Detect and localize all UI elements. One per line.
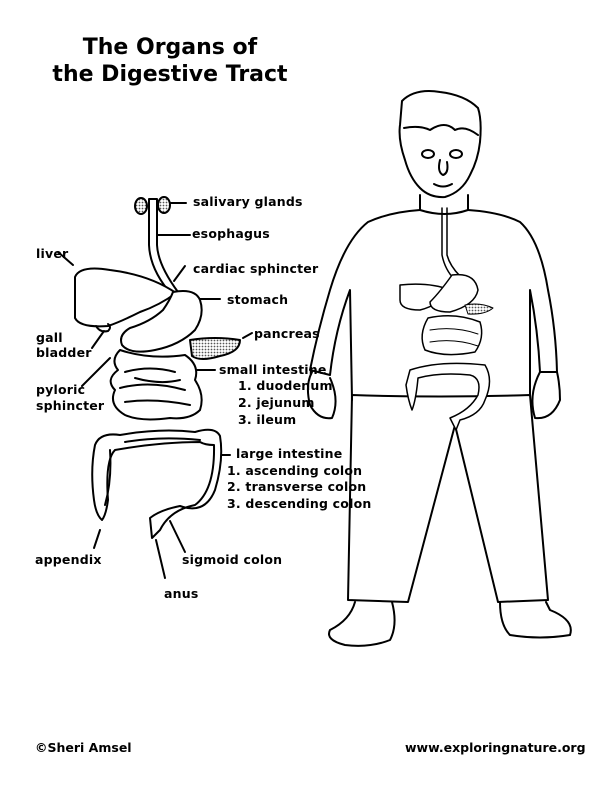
label-ileum: 3. ileum: [238, 412, 297, 427]
label-small-intestine: small intestine: [219, 362, 327, 377]
large-intestine: [91, 428, 223, 539]
label-pancreas: pancreas: [254, 326, 320, 341]
label-esophagus: esophagus: [192, 226, 270, 241]
label-ascending-colon: 1. ascending colon: [227, 463, 363, 478]
salivary-gland-right: [157, 196, 171, 214]
liver: [74, 267, 177, 328]
label-gall-bladder-line-1: gall: [36, 330, 63, 345]
page-title-line-2: the Digestive Tract: [52, 62, 288, 87]
page-title-line-1: The Organs of: [82, 35, 258, 60]
copyright-text: ©Sheri Amsel: [35, 740, 132, 755]
label-appendix: appendix: [35, 552, 102, 567]
label-duodenum: 1. duodenum: [238, 378, 333, 393]
label-gall-bladder-line-2: bladder: [36, 345, 92, 360]
label-cardiac-sphincter: cardiac sphincter: [193, 261, 319, 276]
label-salivary-glands: salivary glands: [193, 194, 303, 209]
label-descending-colon: 3. descending colon: [227, 496, 372, 511]
person-figure: [306, 90, 572, 647]
salivary-gland-left: [134, 197, 148, 215]
label-stomach: stomach: [227, 292, 289, 307]
label-jejunum: 2. jejunum: [238, 395, 315, 410]
pancreas: [189, 337, 241, 360]
label-anus: anus: [164, 586, 199, 601]
website-text: www.exploringnature.org: [405, 740, 586, 755]
stomach: [120, 290, 203, 353]
label-pyloric-sphincter-line-2: sphincter: [36, 398, 105, 413]
label-transverse-colon: 2. transverse colon: [227, 479, 367, 494]
label-pyloric-sphincter-line-1: pyloric: [36, 382, 86, 397]
small-intestine: [109, 349, 203, 421]
label-large-intestine: large intestine: [236, 446, 343, 461]
label-liver: liver: [36, 246, 69, 261]
label-sigmoid-colon: sigmoid colon: [182, 552, 283, 567]
